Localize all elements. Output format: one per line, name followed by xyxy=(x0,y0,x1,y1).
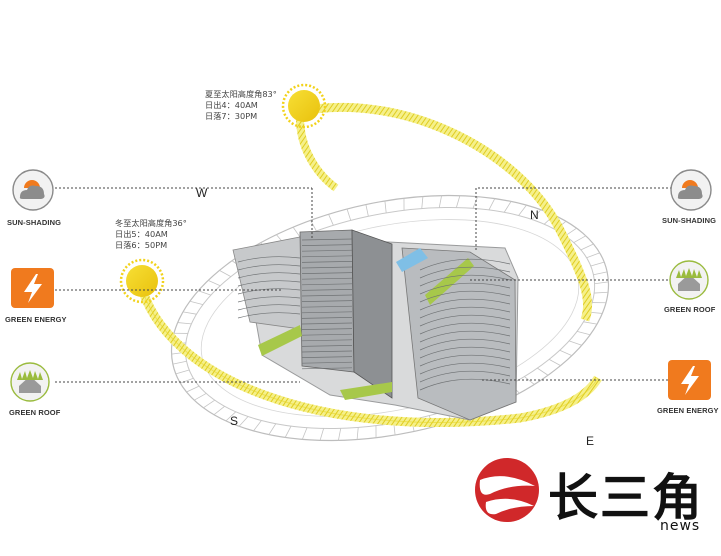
leader-lines xyxy=(55,187,672,383)
watermark-text: 长三角 xyxy=(548,469,704,527)
right-label-green-roof: GREEN ROOF xyxy=(664,305,716,314)
watermark-sub: news xyxy=(660,518,701,534)
left-label-green-energy: GREEN ENERGY xyxy=(5,315,67,324)
sun-cloud-icon xyxy=(670,169,712,211)
summer-note-title: 夏至太阳高度角83° xyxy=(205,89,277,99)
summer-sun xyxy=(281,83,327,129)
left-label-green-roof: GREEN ROOF xyxy=(9,408,61,417)
lightning-icon xyxy=(668,360,711,400)
winter-note-title: 冬至太阳高度角36° xyxy=(115,218,187,228)
left-label-sun-shading: SUN-SHADING xyxy=(7,218,62,227)
sun-cloud-icon xyxy=(12,169,54,211)
direction-west: W xyxy=(196,186,208,200)
direction-east: E xyxy=(586,434,595,448)
direction-north: N xyxy=(530,208,539,222)
house-grass-icon xyxy=(10,362,50,402)
building-model xyxy=(232,229,519,421)
lightning-icon xyxy=(11,268,54,308)
direction-south: S xyxy=(230,414,239,428)
summer-note-sunrise: 日出4：40AM xyxy=(205,100,258,110)
watermark-logo xyxy=(475,458,539,522)
summer-solstice-note: 夏至太阳高度角83° 日出4：40AM 日落7：30PM xyxy=(205,89,277,122)
summer-note-sunset: 日落7：30PM xyxy=(205,111,258,121)
winter-note-sunrise: 日出5：40AM xyxy=(115,229,168,239)
winter-sun xyxy=(119,258,165,304)
right-label-sun-shading: SUN-SHADING xyxy=(662,216,717,225)
house-grass-icon xyxy=(669,260,709,300)
compass-ring xyxy=(170,194,610,442)
right-label-green-energy: GREEN ENERGY xyxy=(657,406,719,415)
compass-ticks xyxy=(171,195,609,441)
winter-solstice-note: 冬至太阳高度角36° 日出5：40AM 日落6：50PM xyxy=(115,218,187,251)
winter-note-sunset: 日落6：50PM xyxy=(115,240,168,250)
summer-sun-path-lower xyxy=(296,117,339,192)
